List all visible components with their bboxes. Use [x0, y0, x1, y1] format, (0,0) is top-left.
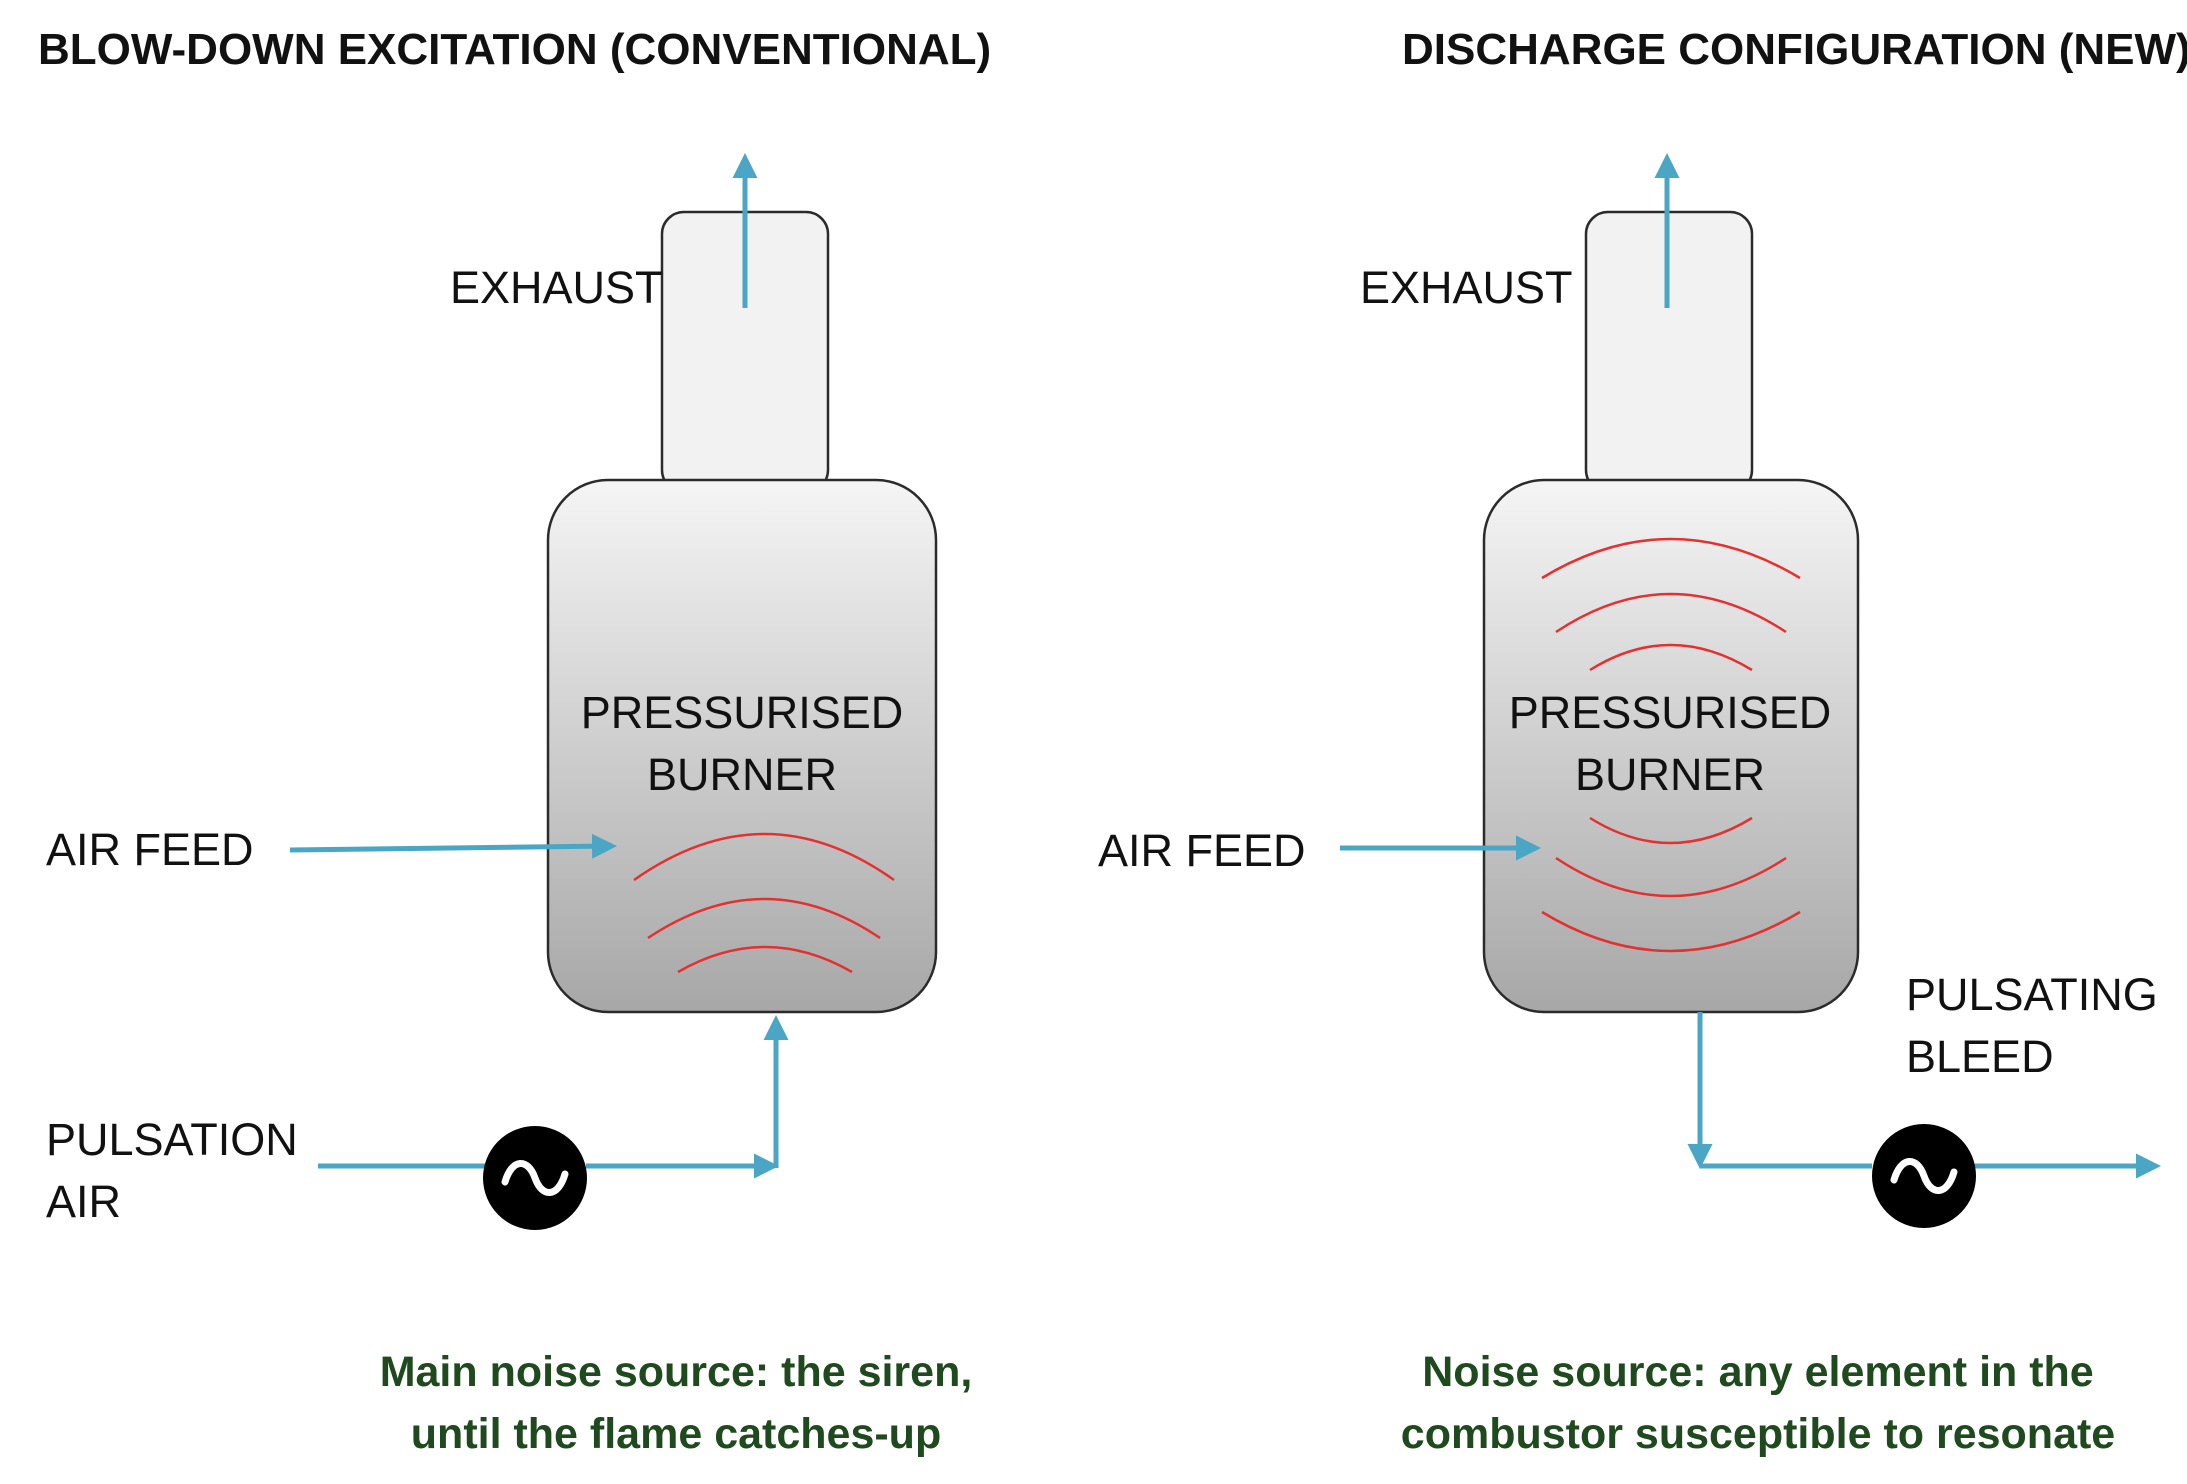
right-siren-icon — [1872, 1124, 1976, 1228]
left-burner-label-line1: PRESSURISED — [581, 687, 904, 738]
right-burner-label-line2: BURNER — [1575, 749, 1765, 800]
left-caption-line1: Main noise source: the siren, — [380, 1348, 973, 1396]
right-burner-label-line1: PRESSURISED — [1509, 687, 1832, 738]
right-bleed-label-line1: PULSATING — [1906, 969, 2158, 1020]
right-exhaust-label: EXHAUST — [1360, 262, 1573, 313]
right-resonance-wave-top-2 — [1555, 592, 1787, 634]
right-panel: DISCHARGE CONFIGURATION (NEW) EXHAUST PR… — [1098, 25, 2187, 1458]
left-pulsation-label-line1: PULSATION — [46, 1114, 298, 1165]
left-air-feed-arrow — [289, 833, 617, 859]
right-caption-line2: combustor susceptible to resonate — [1401, 1410, 2115, 1458]
left-flame-wave-1 — [633, 832, 895, 882]
left-burner-vessel — [546, 478, 938, 1014]
right-resonance-wave-bottom-3 — [1541, 910, 1801, 953]
right-panel-title: DISCHARGE CONFIGURATION (NEW) — [1402, 25, 2187, 74]
right-burner-vessel — [1482, 478, 1860, 1014]
left-exhaust-label: EXHAUST — [450, 262, 663, 313]
left-flame-wave-3 — [677, 945, 853, 974]
right-caption-line1: Noise source: any element in the — [1422, 1348, 2093, 1396]
left-panel-title: BLOW-DOWN EXCITATION (CONVENTIONAL) — [38, 25, 991, 74]
left-panel: BLOW-DOWN EXCITATION (CONVENTIONAL) EXHA… — [38, 25, 991, 1458]
left-air-feed-label: AIR FEED — [46, 824, 254, 875]
right-bleed-label-line2: BLEED — [1906, 1031, 2054, 1082]
right-resonance-wave-bottom-2 — [1555, 856, 1787, 898]
left-flame-wave-2 — [647, 897, 881, 940]
right-resonance-wave-top-3 — [1589, 643, 1753, 672]
left-siren-icon — [483, 1126, 587, 1230]
right-resonance-wave-top-1 — [1541, 537, 1801, 580]
left-pulsation-label-line2: AIR — [46, 1176, 121, 1227]
left-burner-label-line2: BURNER — [647, 749, 837, 800]
right-resonance-wave-bottom-1 — [1589, 816, 1753, 845]
right-air-feed-label: AIR FEED — [1098, 825, 1306, 876]
left-caption-line2: until the flame catches-up — [411, 1410, 941, 1458]
